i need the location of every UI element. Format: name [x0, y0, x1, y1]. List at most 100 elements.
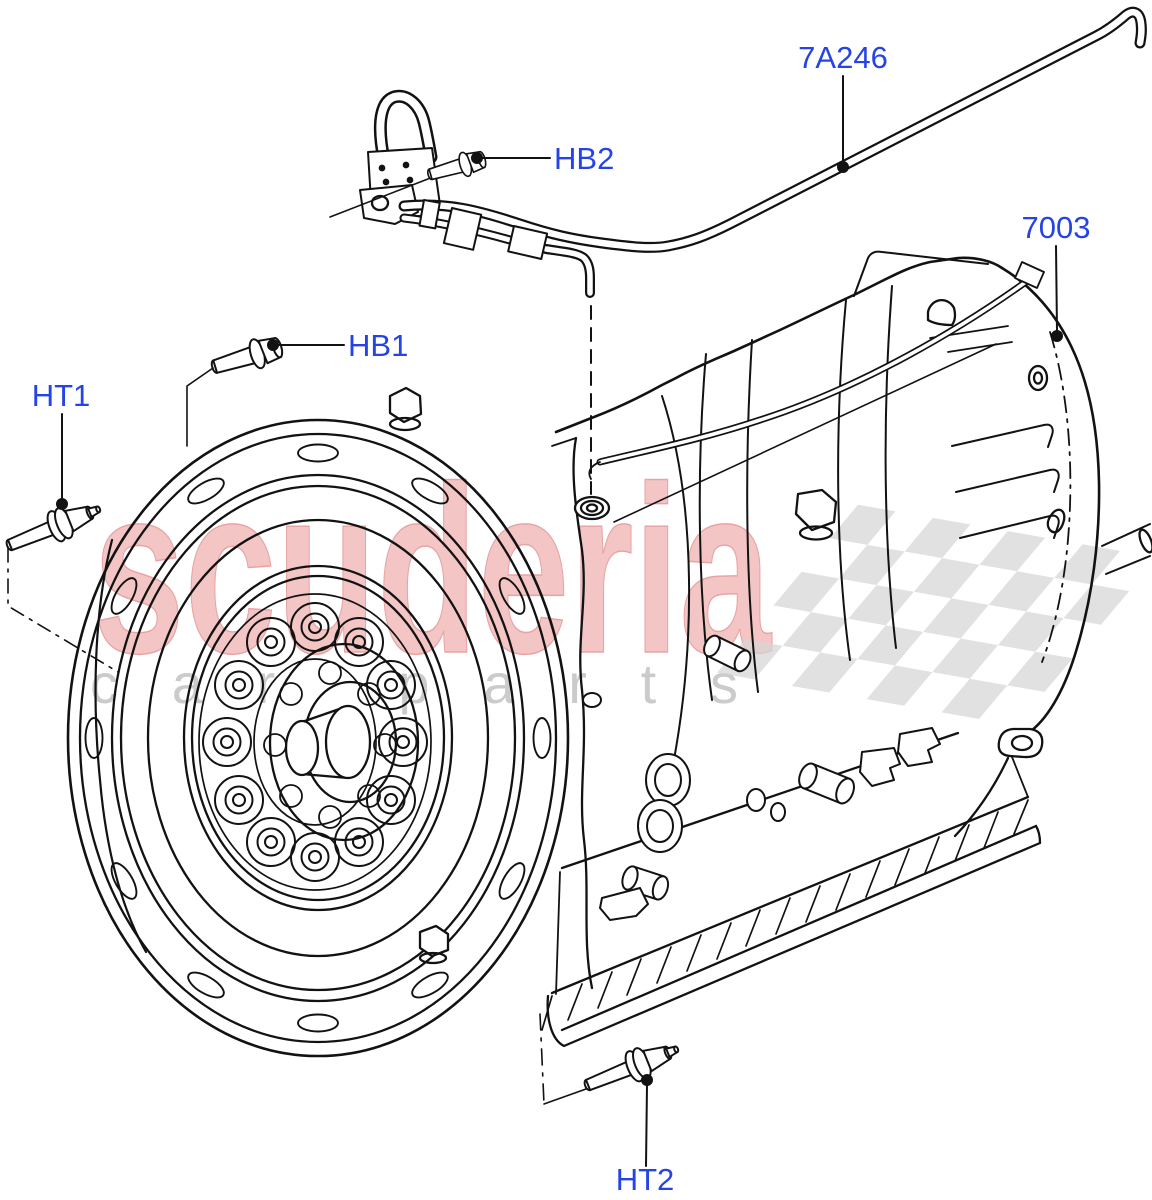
tube-clamp — [507, 225, 549, 260]
checker-cell — [829, 504, 896, 545]
callout-ht2: HT2 — [616, 1074, 674, 1197]
valve-body-parts — [582, 634, 941, 921]
install-axis-line-ht2 — [543, 1088, 587, 1105]
bracket-rivet — [402, 161, 410, 169]
port-ring — [645, 753, 691, 807]
filler-grommet-center — [585, 503, 599, 513]
leader-dot — [1051, 330, 1063, 342]
leader-dot — [267, 339, 279, 351]
port-ring-inner — [646, 809, 674, 843]
drive-boss — [378, 717, 428, 767]
pilot-end — [284, 719, 320, 777]
ht2-stud — [578, 1032, 685, 1102]
case-ridge-band — [837, 299, 851, 661]
cover-mid-ring — [146, 518, 490, 958]
breather-cap — [926, 299, 957, 327]
checker-cell — [913, 558, 980, 599]
case-rib-line — [613, 343, 997, 523]
checker-cell — [988, 571, 1055, 612]
filler-tube-assembly — [329, 6, 1147, 495]
checker-cell — [941, 678, 1008, 719]
dish-ring-inner — [190, 574, 446, 902]
cooler-pipe-stub — [1101, 523, 1151, 547]
callout-label: HB2 — [554, 141, 614, 176]
checker-cell — [1054, 544, 1121, 585]
torque-converter — [66, 386, 570, 1058]
rim-slot — [493, 858, 531, 904]
checker-cell — [1063, 584, 1130, 625]
top-mount-bracket — [853, 250, 989, 297]
drive-boss — [202, 717, 252, 767]
leader-dot — [837, 161, 849, 173]
small-plug — [770, 802, 786, 822]
leader-line — [645, 1084, 648, 1167]
checker-cell — [839, 544, 905, 586]
bracket-ear-hole — [370, 194, 390, 212]
case-top-edge — [554, 256, 1004, 434]
checker-cell — [923, 598, 989, 639]
dish-ring-outer — [182, 564, 454, 912]
connector-block — [859, 747, 901, 787]
port-ring-inner — [654, 763, 682, 797]
flange-outer-ring — [66, 418, 570, 1058]
filler-grommet-ring — [579, 499, 605, 517]
callout-label: 7A246 — [798, 40, 888, 75]
rear-hole-inner — [1032, 371, 1044, 385]
chain-ring-inner — [253, 658, 377, 826]
chain-ring-outer — [198, 593, 432, 891]
small-plug — [746, 788, 766, 812]
checker-cell — [866, 665, 933, 706]
checker-cell — [904, 517, 971, 559]
flange-inner-ring — [78, 432, 558, 1044]
checker-cell — [979, 531, 1046, 572]
hub-hole — [318, 805, 342, 829]
leader-dot — [641, 1074, 653, 1086]
drive-boss — [246, 817, 296, 867]
tube-clamp — [418, 199, 441, 230]
bracket-rivet — [406, 176, 414, 184]
ht1-stud — [0, 492, 107, 562]
rear-housing-foot — [997, 727, 1044, 759]
drive-boss — [214, 775, 264, 825]
rim-slot — [407, 966, 453, 1004]
callout-hb2: HB2 — [471, 141, 614, 176]
case-ridge-band — [884, 285, 897, 649]
pan-rail-bottom — [560, 824, 1038, 1032]
hub-plate — [268, 642, 420, 842]
checker-cell — [791, 652, 858, 693]
case-ridge-band — [746, 339, 759, 693]
adapter-plate-left-edge — [94, 538, 148, 954]
hub-hole — [373, 733, 397, 757]
checker-cell — [857, 625, 924, 666]
solenoid-cylinder — [703, 634, 752, 673]
top-surface-mark — [947, 341, 1013, 353]
rim-slot — [297, 1013, 339, 1033]
checker-cell — [782, 612, 849, 653]
rim-slot — [532, 717, 552, 759]
fasteners — [0, 146, 685, 1105]
checker-cell — [932, 638, 998, 679]
leader-dot — [471, 152, 483, 164]
pilot-cylinder-bottom — [300, 772, 350, 780]
callouts: 7A246 7003 HB2 HB1 HT1 — [32, 40, 1091, 1197]
bracket-rivet — [382, 178, 390, 186]
solenoid-cylinder — [798, 762, 855, 805]
cooler-pipe-stub — [1105, 555, 1151, 575]
port-ring — [637, 799, 683, 853]
bell-curvature-line — [661, 395, 691, 791]
elbow-tube-core — [543, 246, 593, 296]
bracket-rivet — [378, 164, 386, 172]
install-axis-line-hb2 — [329, 176, 434, 218]
flange-hex-bolt-washer — [388, 416, 422, 432]
flange-hex-bolt-washer — [418, 951, 448, 965]
small-port — [582, 692, 602, 708]
rear-housing-lower-edge — [953, 756, 1010, 838]
pan-left-side — [555, 871, 561, 995]
install-axis-line-hb1 — [186, 367, 214, 447]
mount-bracket — [897, 727, 941, 767]
checker-cell — [1007, 651, 1073, 692]
leader-line — [1055, 245, 1058, 332]
leader-dot — [56, 498, 68, 510]
